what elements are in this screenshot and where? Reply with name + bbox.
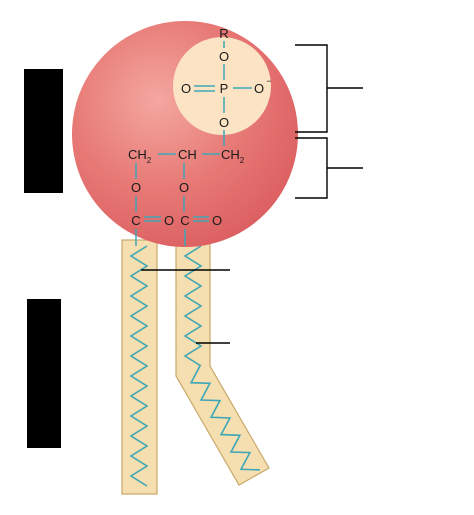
phosphorus-atom: P <box>220 81 229 96</box>
glycerol-c1: CH2 <box>128 147 152 165</box>
ester-oxygen-2: O <box>179 180 189 195</box>
carbonyl-carbon-1: C <box>131 213 140 228</box>
oxygen-negative: O <box>254 81 264 96</box>
r-group-label: R <box>219 26 228 41</box>
glycerol-c2: CH <box>178 147 197 162</box>
oxygen-double-bond: O <box>181 81 191 96</box>
phosphate-group-region <box>173 37 271 135</box>
carbonyl-carbon-2: C <box>180 213 189 228</box>
ester-linkages: O C O O C O <box>131 163 222 246</box>
label-box-lower <box>27 299 61 448</box>
ester-oxygen-1: O <box>131 180 141 195</box>
glycerol-backbone: CH2 CH CH2 <box>128 147 245 165</box>
label-box-upper <box>24 69 63 193</box>
bracket-glycerol <box>295 137 363 199</box>
glycerol-c3: CH2 <box>221 147 245 165</box>
phosphate-group: R O O P O − O <box>181 26 272 146</box>
oxygen-top: O <box>219 49 229 64</box>
carbonyl-oxygen-1: O <box>164 213 174 228</box>
negative-charge: − <box>266 76 271 86</box>
carbonyl-oxygen-2: O <box>212 213 222 228</box>
fatty-acid-tail-left <box>121 239 158 495</box>
fatty-acid-tail-right-kinked <box>175 239 270 486</box>
bracket-phosphate <box>295 44 363 133</box>
oxygen-bottom: O <box>219 115 229 130</box>
